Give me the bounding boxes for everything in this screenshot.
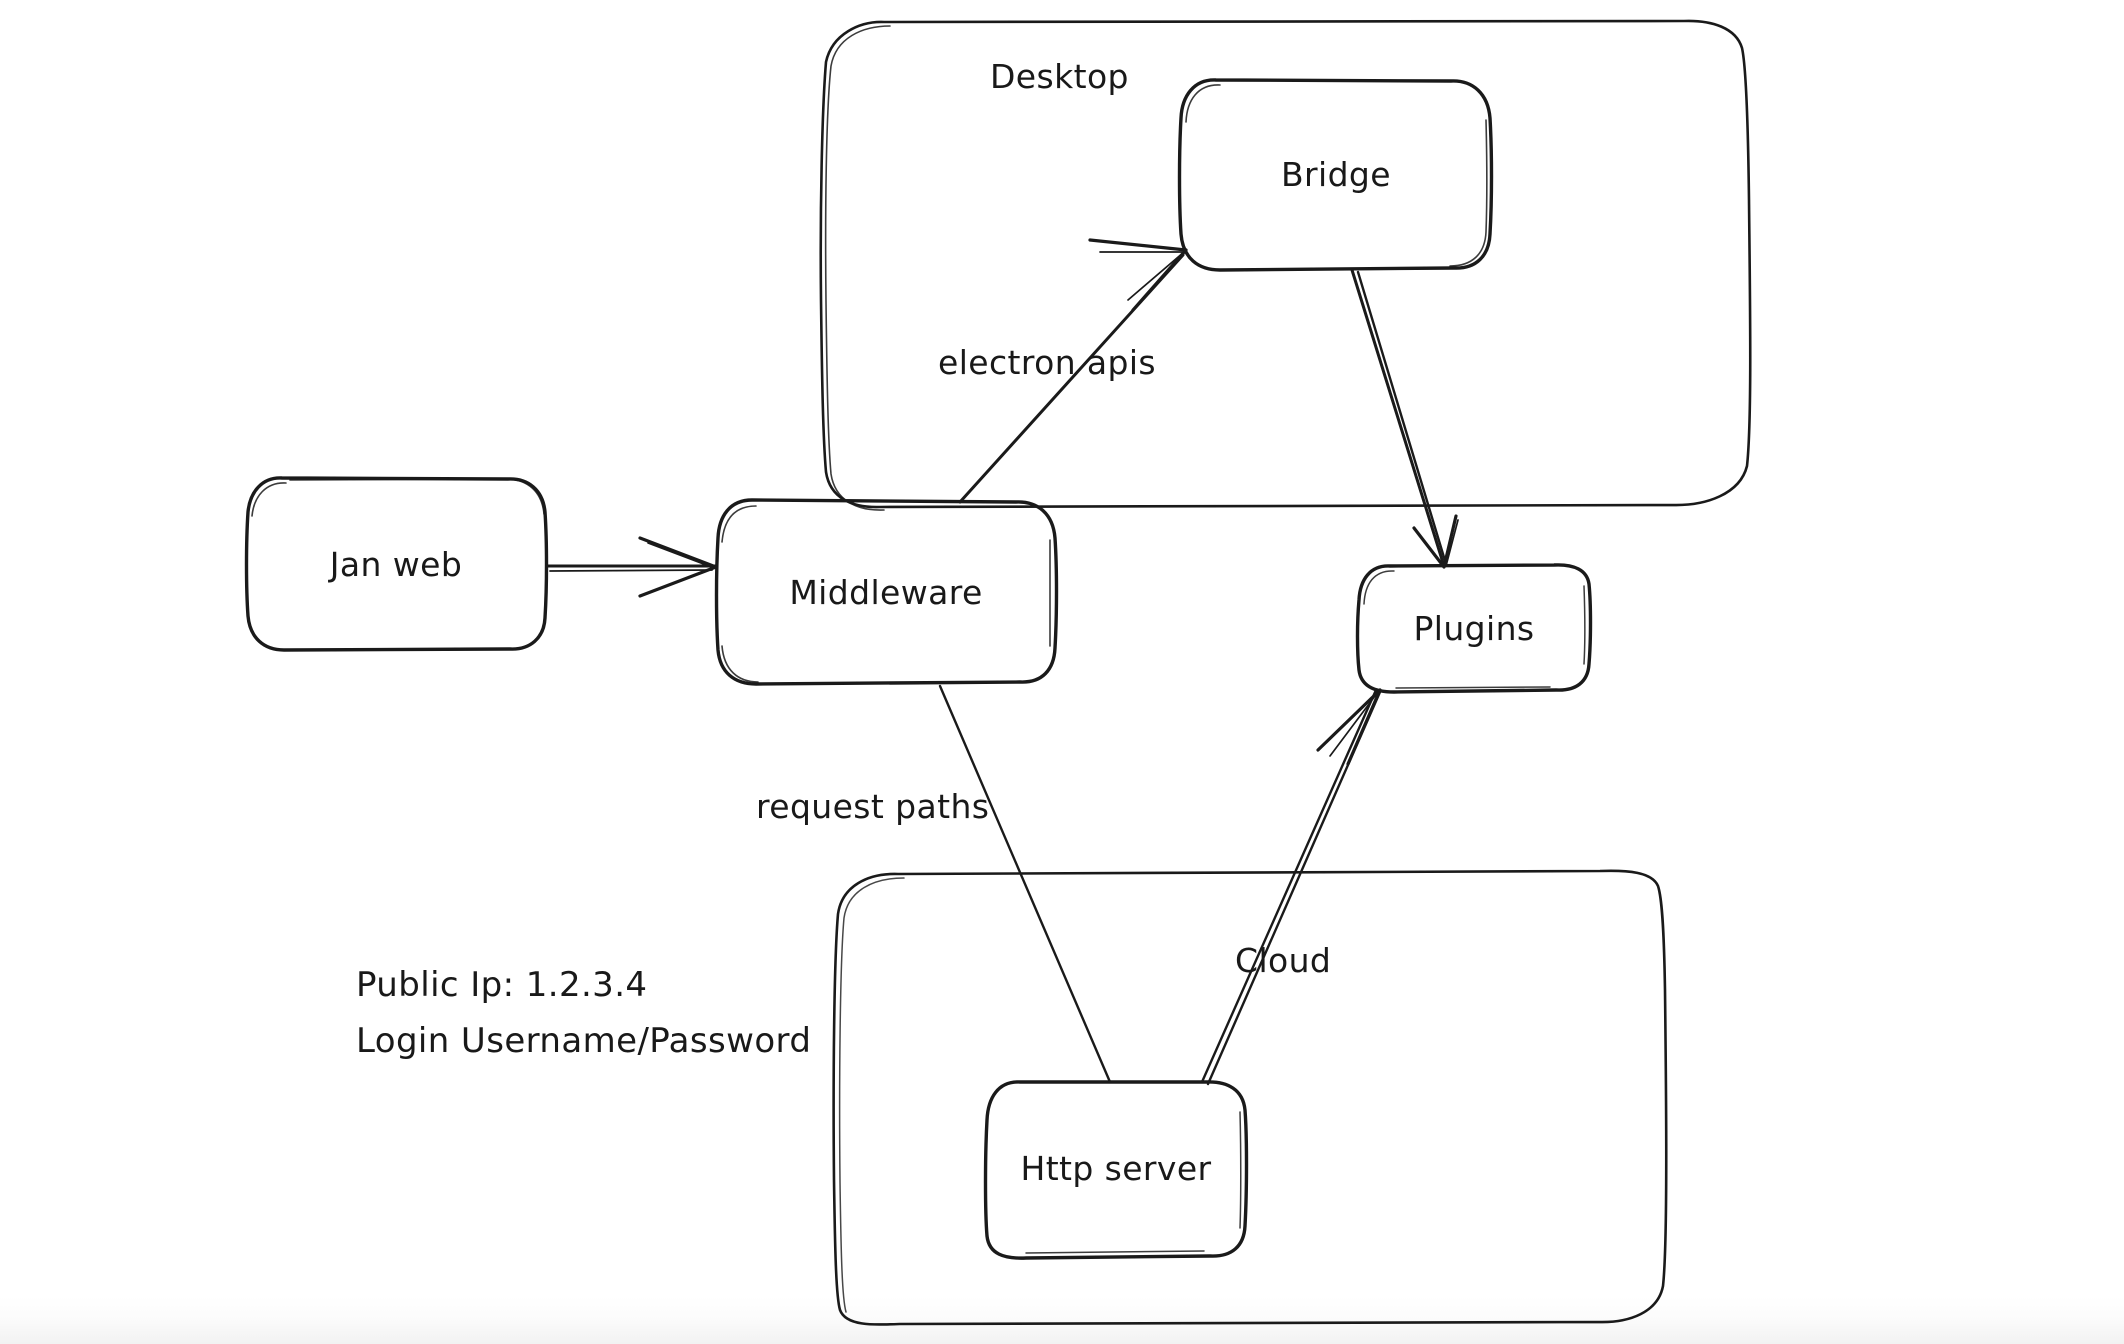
node-middleware[interactable]: Middleware: [714, 498, 1059, 686]
group-desktop-outline: [819, 19, 1752, 509]
edge-janweb-to-middleware-line-2: [549, 569, 713, 572]
node-plugins-outline: [1355, 563, 1593, 694]
group-cloud-outline: [832, 869, 1668, 1326]
edge-middleware-to-bridge-label: electron apis: [938, 343, 1156, 382]
group-desktop-label: Desktop: [990, 57, 1129, 96]
edge-middleware-to-bridge-arrowhead: [1088, 238, 1188, 312]
node-jan-web[interactable]: Jan web: [244, 476, 549, 652]
node-bridge-label: Bridge: [1281, 155, 1391, 194]
node-bridge-outline: [1177, 78, 1494, 272]
note-public-ip: Public Ip: 1.2.3.4: [356, 965, 647, 1005]
edge-bridge-to-plugins-line-2: [1356, 270, 1448, 566]
node-http-server-outline: [983, 1080, 1249, 1260]
edge-bridge-to-plugins[interactable]: [1350, 268, 1459, 569]
node-middleware-outline-sketch: [721, 505, 1051, 683]
edge-janweb-to-middleware-arrowhead: [638, 536, 718, 598]
edge-bridge-to-plugins-arrowhead: [1412, 514, 1458, 569]
edge-bridge-to-plugins-line: [1350, 268, 1446, 568]
node-middleware-label: Middleware: [789, 573, 982, 612]
edge-middleware-to-http[interactable]: request paths: [756, 684, 1112, 1084]
edge-bridge-to-plugins-arrowhead-2: [1445, 519, 1459, 567]
group-cloud-outline-sketch: [838, 877, 905, 1313]
note-login: Login Username/Password: [356, 1021, 811, 1061]
node-http-server[interactable]: Http server: [983, 1080, 1249, 1260]
node-http-server-label: Http server: [1021, 1149, 1212, 1188]
edge-http-to-plugins-label: Cloud: [1235, 941, 1331, 980]
notes-block: Public Ip: 1.2.3.4 Login Username/Passwo…: [356, 965, 811, 1061]
edge-janweb-to-middleware[interactable]: [546, 536, 718, 598]
node-bridge[interactable]: Bridge: [1177, 78, 1494, 272]
node-jan-web-outline-sketch: [251, 478, 545, 517]
node-bridge-outline-sketch: [1185, 84, 1488, 267]
edge-http-to-plugins-line: [1200, 688, 1378, 1084]
node-jan-web-label: Jan web: [328, 545, 462, 584]
node-plugins-outline-sketch: [1363, 570, 1586, 689]
edge-middleware-to-http-line: [938, 684, 1112, 1084]
edge-http-to-plugins[interactable]: Cloud: [1200, 688, 1382, 1086]
node-jan-web-outline: [244, 476, 549, 652]
edge-middleware-to-bridge[interactable]: electron apis: [938, 238, 1188, 504]
edge-http-to-plugins-arrowhead: [1316, 688, 1382, 766]
group-cloud[interactable]: [832, 869, 1668, 1326]
edge-http-to-plugins-arrowhead-2: [1329, 691, 1379, 757]
node-http-server-outline-sketch: [1025, 1111, 1242, 1254]
group-desktop-outline-sketch: [824, 25, 891, 511]
node-plugins[interactable]: Plugins: [1355, 563, 1593, 694]
node-middleware-outline: [714, 498, 1059, 686]
node-plugins-label: Plugins: [1413, 609, 1534, 648]
edge-janweb-to-middleware-arrowhead-2: [647, 542, 715, 569]
edge-middleware-to-http-label: request paths: [756, 787, 989, 826]
group-desktop[interactable]: Desktop: [819, 19, 1752, 511]
edge-middleware-to-bridge-arrowhead-2: [1099, 251, 1185, 301]
